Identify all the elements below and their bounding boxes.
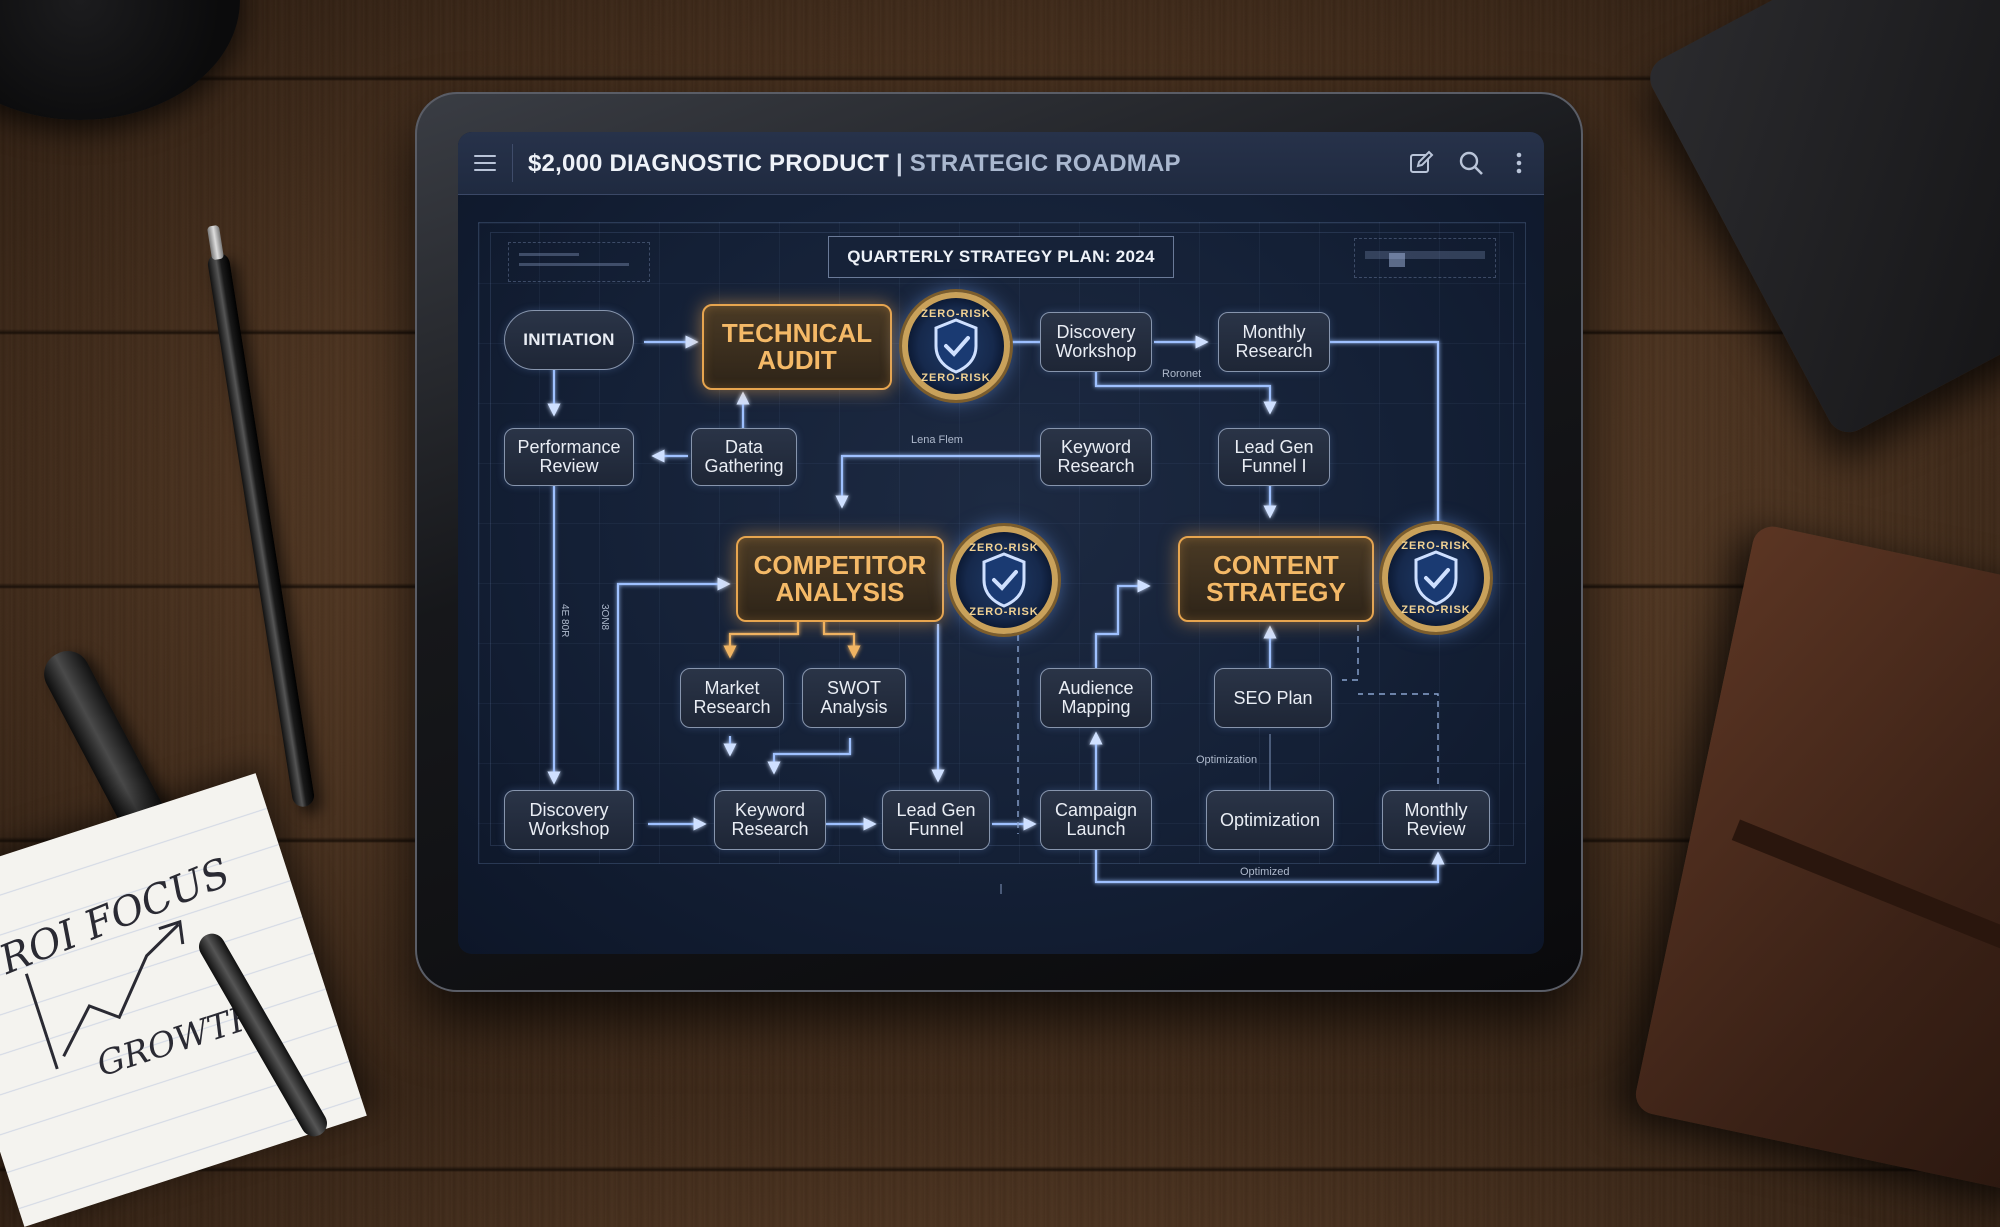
growth-chart-icon [24, 919, 185, 1070]
quarterly-plan-label: QUARTERLY STRATEGY PLAN: 2024 [828, 236, 1174, 278]
zero-risk-badge-competitor: ZERO-RISK ZERO-RISK [950, 526, 1058, 634]
edge-label-optimized: Optimized [1240, 866, 1290, 878]
node-optimization[interactable]: Optimization [1206, 790, 1334, 850]
node-initiation[interactable]: INITIATION [504, 310, 634, 370]
node-lead-gen-funnel-bottom[interactable]: Lead Gen Funnel [882, 790, 990, 850]
edit-icon[interactable] [1406, 148, 1436, 178]
shield-check-icon [934, 318, 978, 374]
leather-notebook [1632, 522, 2000, 1198]
edge-label-lena-flem: Lena Flem [911, 434, 963, 446]
node-audience-mapping[interactable]: Audience Mapping [1040, 668, 1152, 728]
dark-notebook [1642, 0, 2000, 440]
edge-label-optimization: Optimization [1196, 754, 1258, 766]
pen [206, 251, 316, 809]
blueprint-inner-frame [490, 232, 1514, 846]
deco-notes-box [508, 242, 650, 282]
shield-check-icon [982, 552, 1026, 608]
title-main: $2,000 DIAGNOSTIC PRODUCT [528, 150, 890, 177]
title-separator: | [895, 150, 903, 177]
node-discovery-workshop-bottom[interactable]: Discovery Workshop [504, 790, 634, 850]
more-vertical-icon[interactable] [1504, 148, 1534, 178]
search-icon[interactable] [1456, 148, 1486, 178]
node-monthly-research[interactable]: Monthly Research [1218, 312, 1330, 372]
title-sub: STRATEGIC ROADMAP [909, 150, 1181, 177]
node-competitor-analysis[interactable]: COMPETITOR ANALYSIS [736, 536, 944, 622]
roadmap-canvas[interactable]: QUARTERLY STRATEGY PLAN: 2024 [458, 194, 1544, 954]
node-seo-plan[interactable]: SEO Plan [1214, 668, 1332, 728]
node-market-research[interactable]: Market Research [680, 668, 784, 728]
node-lead-gen-funnel-top[interactable]: Lead Gen Funnel I [1218, 428, 1330, 486]
edge-label-vertical-1: 4E 80R [559, 604, 570, 638]
node-swot-analysis[interactable]: SWOT Analysis [802, 668, 906, 728]
node-performance-review[interactable]: Performance Review [504, 428, 634, 486]
edge-label-roronet: Roronet [1162, 368, 1202, 380]
node-campaign-launch[interactable]: Campaign Launch [1040, 790, 1152, 850]
node-keyword-research-bottom[interactable]: Keyword Research [714, 790, 826, 850]
node-content-strategy[interactable]: CONTENT STRATEGY [1178, 536, 1374, 622]
edge-label-vertical-2: 3ON8 [599, 604, 610, 631]
shield-check-icon [1414, 550, 1458, 606]
zero-risk-badge-audit: ZERO-RISK ZERO-RISK [902, 292, 1010, 400]
header-divider [512, 144, 513, 182]
coffee-cup [0, 0, 240, 120]
node-discovery-workshop-top[interactable]: Discovery Workshop [1040, 312, 1152, 372]
tablet-screen: $2,000 DIAGNOSTIC PRODUCT | STRATEGIC RO… [458, 132, 1544, 954]
notepad: ROI FOCUS GROWTH [0, 773, 367, 1227]
node-monthly-review[interactable]: Monthly Review [1382, 790, 1490, 850]
node-technical-audit[interactable]: TECHNICAL AUDIT [702, 304, 892, 390]
app-header: $2,000 DIAGNOSTIC PRODUCT | STRATEGIC RO… [458, 132, 1544, 195]
node-data-gathering[interactable]: Data Gathering [691, 428, 797, 486]
zero-risk-badge-content: ZERO-RISK ZERO-RISK [1382, 524, 1490, 632]
deco-chart-box [1354, 238, 1496, 278]
hamburger-menu-icon[interactable] [472, 150, 498, 176]
node-keyword-research-top[interactable]: Keyword Research [1040, 428, 1152, 486]
page-title: $2,000 DIAGNOSTIC PRODUCT | STRATEGIC RO… [528, 150, 1181, 178]
